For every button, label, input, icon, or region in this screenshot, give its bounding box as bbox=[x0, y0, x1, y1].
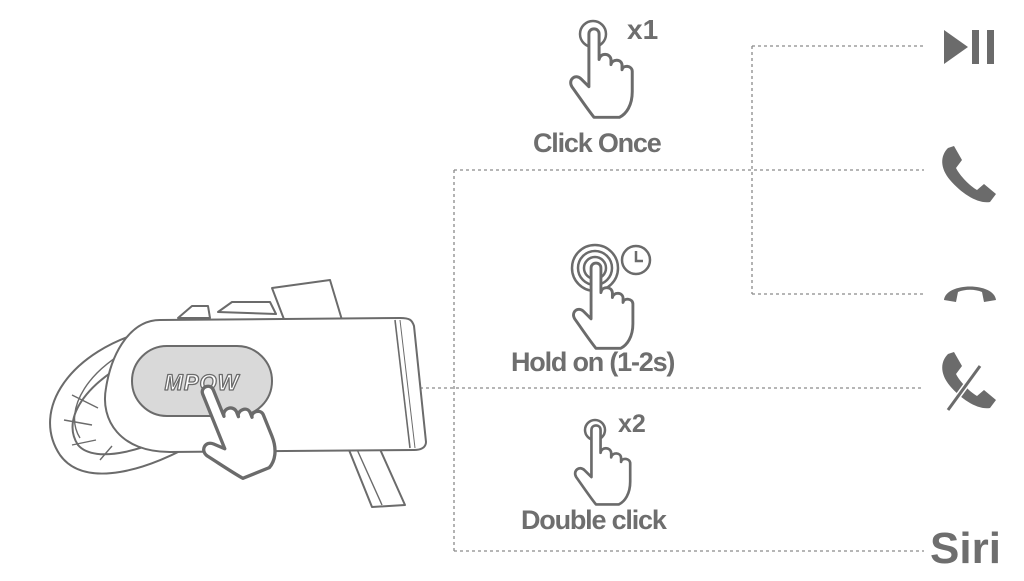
headset-illustration: MPOW bbox=[49, 279, 427, 508]
phone-answer-icon bbox=[942, 146, 996, 203]
click-once-label: Click Once bbox=[533, 128, 662, 158]
hold-on-label: Hold on (1-2s) bbox=[511, 347, 675, 377]
double-click-hand-icon bbox=[573, 418, 632, 506]
clock-icon bbox=[620, 244, 652, 276]
double-click-label: Double click bbox=[521, 505, 667, 535]
click-once-count: x1 bbox=[627, 14, 659, 45]
hold-hand-icon bbox=[570, 243, 635, 350]
phone-hangup-icon bbox=[944, 286, 996, 302]
click-once-hand-icon bbox=[569, 19, 634, 119]
phone-reject-icon bbox=[942, 352, 996, 412]
multifunction-button bbox=[131, 345, 273, 417]
siri-label: Siri bbox=[930, 524, 1001, 573]
double-click-count: x2 bbox=[618, 410, 646, 438]
play-pause-icon bbox=[944, 30, 994, 64]
